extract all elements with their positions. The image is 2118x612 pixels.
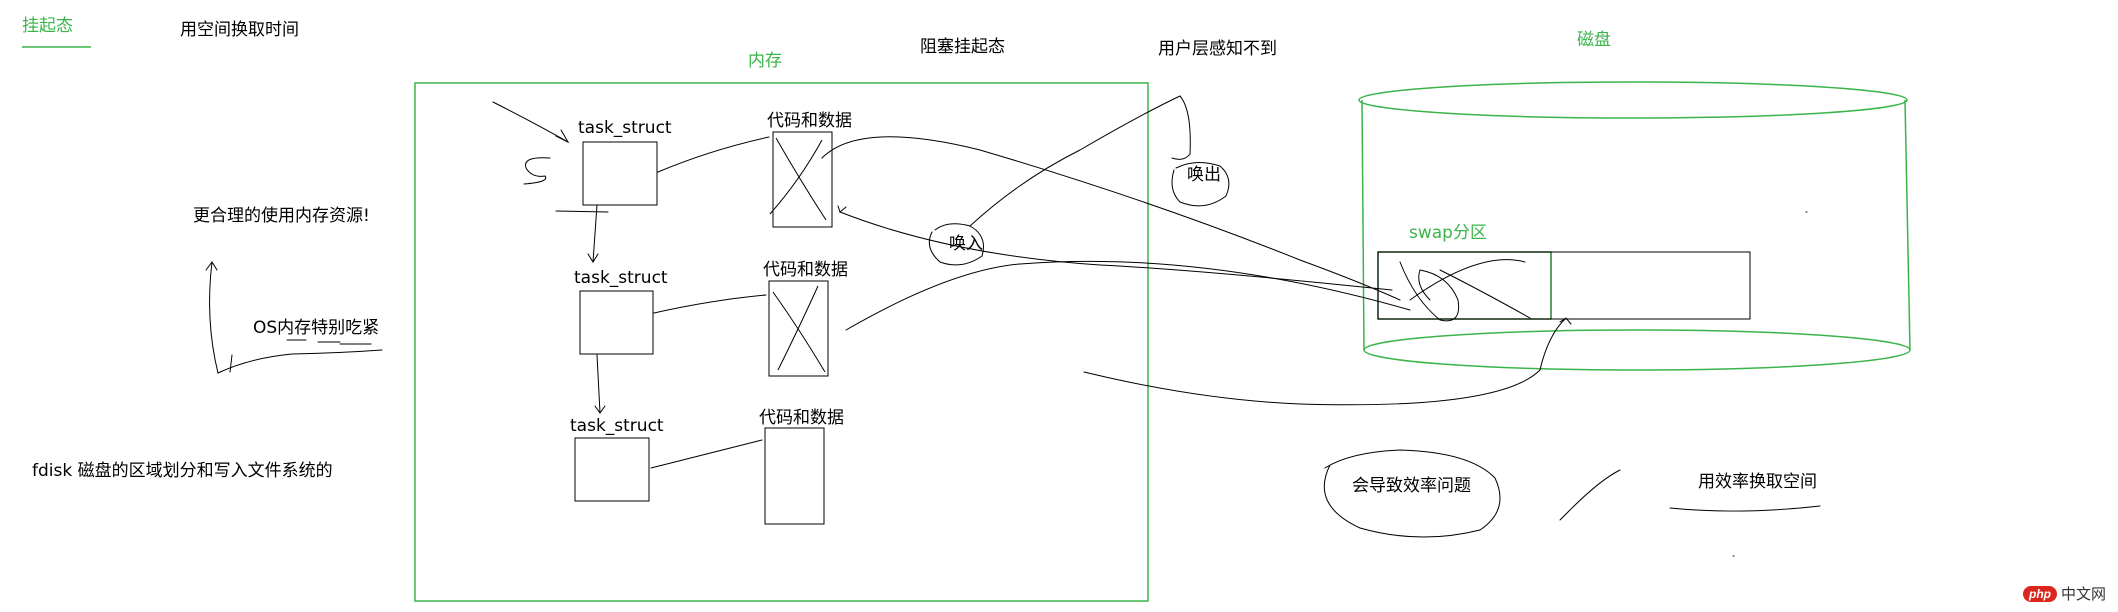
disk-cylinder	[1358, 81, 1911, 371]
memory-box	[414, 82, 1149, 602]
label-task-struct-1: task_struct	[578, 118, 672, 138]
label-task-struct-3: task_struct	[570, 416, 664, 436]
label-os-memory-tight: OS内存特别吃紧	[253, 318, 380, 338]
label-code-data-3: 代码和数据	[759, 408, 844, 428]
task-struct-box-1	[582, 141, 658, 206]
hand-drawn-strokes	[205, 95, 1821, 557]
label-better-memory-use: 更合理的使用内存资源!	[193, 206, 370, 226]
task-struct-box-2	[579, 290, 654, 355]
watermark-badge: php	[2022, 585, 2057, 602]
code-data-box-1	[769, 131, 833, 228]
watermark: php 中文网	[2022, 583, 2106, 604]
watermark-text: 中文网	[2060, 585, 2106, 603]
label-blocked-suspended: 阻塞挂起态	[920, 37, 1005, 57]
label-user-unaware: 用户层感知不到	[1158, 39, 1277, 59]
label-swap-in: 唤入	[949, 234, 983, 254]
label-task-struct-2: task_struct	[574, 268, 668, 288]
swap-partition-outer	[1377, 251, 1751, 320]
label-suspended-state: 挂起态	[22, 16, 73, 36]
label-code-data-1: 代码和数据	[767, 111, 852, 131]
label-swap-partition: swap分区	[1409, 223, 1487, 243]
label-fdisk-note: fdisk 磁盘的区域划分和写入文件系统的	[32, 461, 333, 481]
label-swap-out: 唤出	[1187, 165, 1221, 185]
label-trade-space-for-time: 用空间换取时间	[180, 20, 299, 40]
label-code-data-2: 代码和数据	[763, 260, 848, 280]
task-struct-box-3	[574, 437, 650, 502]
label-memory: 内存	[748, 51, 782, 71]
label-disk: 磁盘	[1577, 30, 1611, 50]
label-efficiency-issue: 会导致效率问题	[1352, 476, 1471, 496]
code-data-box-2	[768, 280, 829, 377]
label-efficiency-for-space: 用效率换取空间	[1698, 472, 1817, 492]
code-data-box-3	[764, 427, 825, 525]
